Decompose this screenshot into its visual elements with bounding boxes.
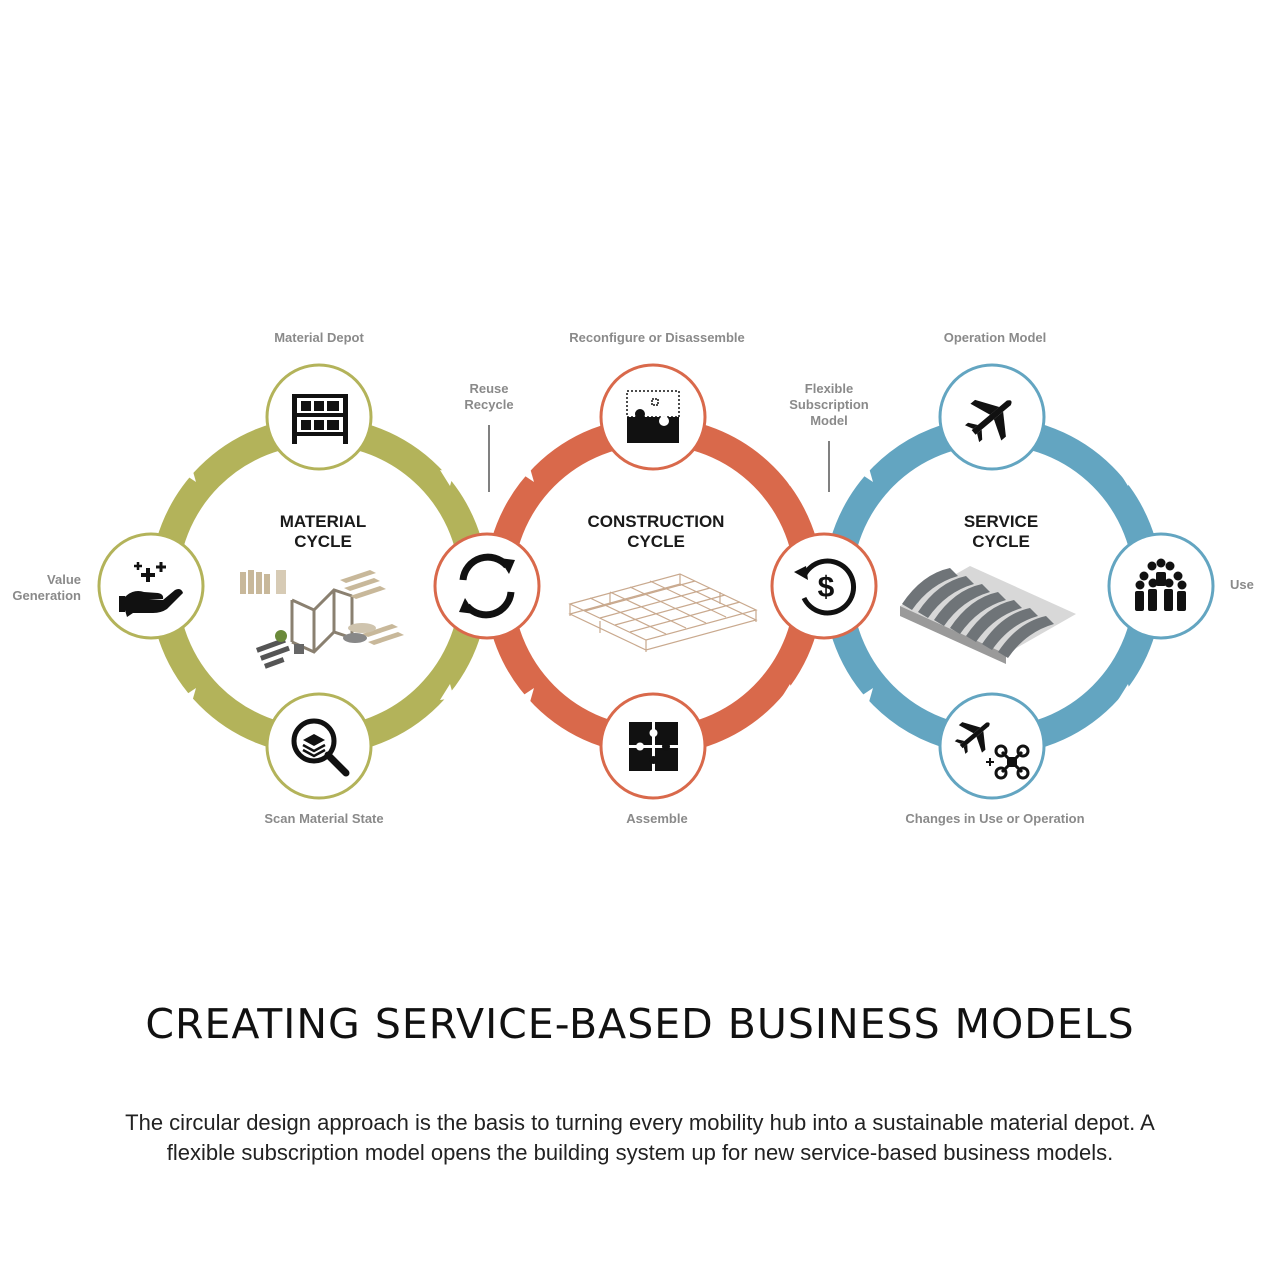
- service-building-illustration: [900, 566, 1076, 664]
- node-flexible-subscription: $: [770, 532, 878, 640]
- node-assemble: [599, 692, 707, 800]
- label-reconfigure: Reconfigure or Disassemble: [569, 330, 745, 345]
- svg-text:$: $: [818, 571, 835, 604]
- label-use: Use: [1230, 577, 1254, 592]
- airplane-drone-icon: [954, 722, 1030, 780]
- construction-frame-illustration: [568, 573, 758, 652]
- service-cycle-title-line1: SERVICE: [964, 512, 1038, 531]
- shelf-icon: [292, 394, 348, 444]
- construction-cycle-title-line1: CONSTRUCTION: [588, 512, 725, 531]
- label-subscription: Subscription: [789, 397, 869, 412]
- label-changes-in-use: Changes in Use or Operation: [905, 811, 1084, 826]
- airplane-icon: [965, 399, 1012, 443]
- label-operation-model: Operation Model: [944, 330, 1047, 345]
- label-model: Model: [810, 413, 848, 428]
- people-icon: [1135, 558, 1187, 611]
- search-layers-icon: [291, 718, 350, 777]
- puzzle-disassemble-icon: [626, 390, 680, 443]
- material-cycle-title-line2: CYCLE: [294, 532, 352, 551]
- label-material-depot: Material Depot: [274, 330, 364, 345]
- node-reconfigure: [599, 363, 707, 471]
- puzzle-icon: [629, 722, 678, 771]
- construction-cycle-title-line2: CYCLE: [627, 532, 685, 551]
- node-operation-model: [938, 363, 1046, 471]
- label-recycle: Recycle: [464, 397, 513, 412]
- material-components-illustration: [240, 570, 404, 669]
- label-assemble: Assemble: [626, 811, 687, 826]
- hand-plus-icon: [119, 562, 183, 617]
- node-scan-material: [265, 692, 373, 800]
- label-reuse: Reuse: [469, 381, 508, 396]
- label-flexible: Flexible: [805, 381, 853, 396]
- flow-arrows: [178, 468, 1132, 702]
- label-scan-material-state: Scan Material State: [264, 811, 383, 826]
- material-cycle-title-line1: MATERIAL: [280, 512, 367, 531]
- node-use: [1107, 532, 1215, 640]
- label-value-generation-line2: Generation: [12, 588, 81, 603]
- page-title: CREATING SERVICE-BASED BUSINESS MODELS: [145, 1000, 1135, 1048]
- node-material-depot: [265, 363, 373, 471]
- node-changes-in-use: [938, 692, 1046, 800]
- label-value-generation-line1: Value: [47, 572, 81, 587]
- service-cycle-title-line2: CYCLE: [972, 532, 1030, 551]
- dollar-cycle-icon: $: [794, 558, 857, 616]
- description-text: The circular design approach is the basi…: [125, 1110, 1155, 1165]
- node-reuse-recycle: [433, 532, 541, 640]
- node-value-generation: [97, 532, 205, 640]
